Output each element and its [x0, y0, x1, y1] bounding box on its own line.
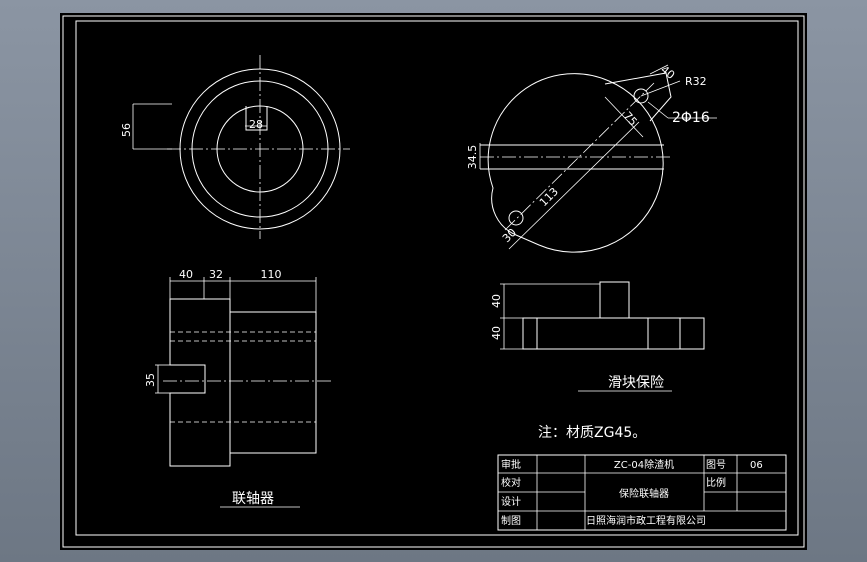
slider-base [522, 317, 705, 350]
tb-approve: 审批 [501, 458, 521, 471]
dim-side2-label: 40 [490, 326, 503, 340]
coupling-side-view: 40 32 110 35 联轴器 [144, 268, 333, 508]
outer-border [62, 15, 805, 548]
tb-check: 校对 [501, 476, 521, 489]
dim-113-label: 113 [537, 185, 561, 209]
dim-32-label: 32 [209, 268, 223, 281]
slider-side-view: 40 40 滑块保险 [490, 281, 705, 392]
holes-leader-a [647, 101, 669, 119]
cad-drawing: 56 28 40 32 110 35 联轴器 [62, 15, 805, 548]
tb-drawing-no: 06 [750, 460, 763, 471]
coupling-title: 联轴器 [232, 491, 274, 507]
tb-machine: ZC-04除渣机 [614, 458, 674, 471]
coupling-side-outline [169, 298, 317, 467]
dim-40-angled-label: 40 [658, 63, 677, 82]
drawing-viewport[interactable]: 56 28 40 32 110 35 联轴器 [60, 13, 807, 550]
title-block: 审批 ZC-04除渣机 图号 06 校对 保险联轴器 比例 设计 制图 日照海润… [497, 454, 787, 531]
slider-arm [604, 72, 672, 122]
material-note: 注：材质ZG45。 [538, 425, 646, 441]
r32-leader [640, 80, 681, 97]
dim-75-label: 75 [621, 109, 640, 128]
coupling-keyway [245, 106, 268, 131]
dim-side1-label: 40 [490, 294, 503, 308]
dim-28-label: 28 [249, 118, 263, 131]
dim-345-label: 34.5 [466, 145, 479, 170]
coupling-front-view: 56 28 [120, 55, 350, 239]
dim113-line [508, 121, 640, 250]
dim75-line [604, 96, 644, 138]
tb-draw: 制图 [501, 514, 521, 527]
dim-110-label: 110 [261, 268, 282, 281]
title-block-frame [497, 454, 787, 531]
tb-scale-label: 比例 [706, 476, 726, 489]
dim-holes-label: 2Φ16 [672, 110, 710, 126]
tb-design: 设计 [501, 495, 521, 508]
dim40-angled [649, 64, 669, 75]
dim-r32-label: R32 [685, 75, 707, 88]
hole-axis [504, 82, 655, 231]
hole-bottom [508, 210, 524, 226]
slider-disk-outline [487, 73, 664, 253]
dim-40-label: 40 [179, 268, 193, 281]
slider-title: 滑块保险 [608, 374, 664, 391]
slider-boss [599, 281, 630, 318]
tb-part-name: 保险联轴器 [619, 487, 669, 500]
tb-drawing-no-label: 图号 [706, 459, 726, 471]
dim-35-label: 35 [144, 373, 157, 387]
hole-top [633, 88, 649, 104]
slider-top-view: R32 40 2Φ16 75 34.5 113 30 [466, 63, 717, 253]
dim-56-label: 56 [120, 123, 133, 137]
inner-border [75, 20, 799, 536]
tb-company: 日照海润市政工程有限公司 [586, 514, 706, 527]
